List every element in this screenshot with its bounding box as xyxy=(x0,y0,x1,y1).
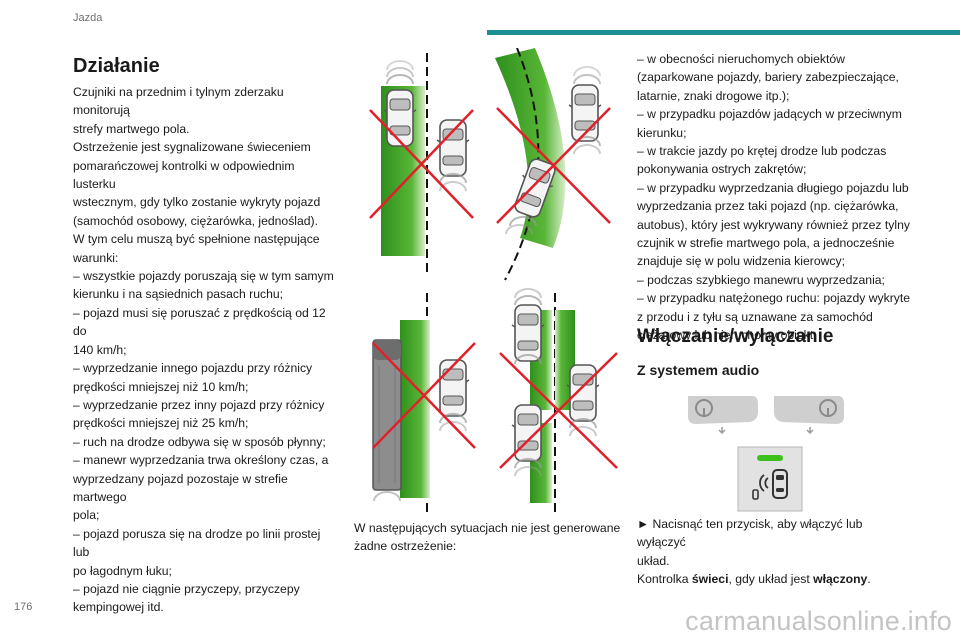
indicator-light xyxy=(757,455,783,461)
indicator-note-prefix: Kontrolka xyxy=(637,572,692,587)
button-instructions: ► Nacisnąć ten przycisk, aby włączyć lub… xyxy=(637,515,912,589)
text-line: z przodu i z tyłu są uznawane za samochó… xyxy=(637,309,873,324)
text-line: strefy martwego pola. xyxy=(73,121,190,136)
right-mirror xyxy=(774,396,844,435)
press-instruction-line-1: ► Nacisnąć ten przycisk, aby włączyć lub… xyxy=(637,517,863,550)
blind-spot-button[interactable] xyxy=(737,446,803,512)
no-alert-caption: W następujących sytuacjach nie jest gene… xyxy=(354,521,621,554)
text-line: Czujniki na przednim i tylnym zderzaku m… xyxy=(73,85,284,118)
text-line: – pojazd musi się poruszać z prędkością … xyxy=(73,305,326,339)
text-line: autobus), który jest wykrywany również p… xyxy=(637,217,910,232)
left-mirror xyxy=(688,396,758,435)
text-line: – w obecności nieruchomych obiektów xyxy=(637,52,845,66)
section-title-on-off: Włączanie/wyłączanie xyxy=(637,326,834,347)
text-line: pomarańczowej kontrolki w odpowiednim lu… xyxy=(73,158,295,192)
right-column-text: – w obecności nieruchomych obiektów (zapa… xyxy=(637,50,912,345)
text-line: warunki: xyxy=(73,250,119,265)
text-line: – pojazd nie ciągnie przyczepy, przyczep… xyxy=(73,581,300,596)
subsection-title-audio: Z systemem audio xyxy=(637,362,760,378)
text-line: – wyprzedzanie innego pojazdu przy różni… xyxy=(73,361,313,376)
steering-wheel-icon xyxy=(819,399,837,417)
indicator-note-lights: świeci xyxy=(691,572,729,587)
text-line: W tym celu muszą być spełnione następują… xyxy=(73,232,320,247)
header-accent-bar xyxy=(487,30,960,35)
section-label: Jazda xyxy=(73,12,103,24)
text-line: 140 km/h; xyxy=(73,342,127,357)
text-line: (zaparkowane pojazdy, bariery zabezpiecz… xyxy=(637,70,899,85)
scenario-heavy-traffic xyxy=(499,288,618,513)
text-line: prędkości mniejszej niż 25 km/h; xyxy=(73,416,249,431)
text-line: – w przypadku pojazdów jadących w przeci… xyxy=(637,107,902,122)
scenario-stationary-objects xyxy=(369,53,474,273)
text-line: czujnik w strefie martwego pola, a jedno… xyxy=(637,236,895,251)
page-title: Działanie xyxy=(73,55,160,77)
page-number: 176 xyxy=(14,601,33,613)
text-line: wyprzedzany pojazd pozostaje w strefie m… xyxy=(73,471,288,504)
indicator-note-enabled: włączony xyxy=(813,572,868,587)
blind-spot-icon xyxy=(752,469,788,500)
text-line: pokonywania ostrych zakrętów; xyxy=(637,162,807,177)
text-line: ciężarowy lub nieruchomy obiekt. xyxy=(637,328,817,343)
text-line: – pojazd porusza się na drodze po linii … xyxy=(73,526,321,560)
text-line: (samochód osobowy, ciężarówka, jednoślad… xyxy=(73,213,318,228)
text-line: kierunku i na sąsiednich pasach ruchu; xyxy=(73,287,284,302)
text-line: – w przypadku natężonego ruchu: pojazdy … xyxy=(637,291,911,306)
blind-spot-illustration xyxy=(369,48,618,513)
indicator-note-mid: , gdy układ jest xyxy=(728,572,814,587)
text-line: – wyprzedzanie przez inny pojazd przy ró… xyxy=(73,397,325,412)
steering-wheel-icon xyxy=(695,399,713,417)
press-instruction-line-2: układ. xyxy=(637,553,670,568)
indicator-note: Kontrolka świeci, gdy układ jest włączon… xyxy=(637,570,912,588)
text-line: wstecznym, gdy tylko zostanie wykryty po… xyxy=(73,195,321,210)
mirror-diagram xyxy=(688,396,844,435)
text-line: – manewr wyprzedzania trwa określony cza… xyxy=(73,453,329,468)
text-line: – ruch na drodze odbywa się w sposób pły… xyxy=(73,434,326,449)
indicator-note-suffix: . xyxy=(867,572,871,587)
text-line: pola; xyxy=(73,508,100,523)
text-line: wyprzedzania przez taki pojazd (np. cięż… xyxy=(637,199,899,214)
text-line: po łagodnym łuku; xyxy=(73,563,172,578)
text-line: znajduje się w polu widzenia kierowcy; xyxy=(637,254,845,269)
watermark: carmanualsonline.info xyxy=(685,606,952,636)
scenario-long-vehicle xyxy=(372,293,476,513)
text-line: – wszystkie pojazdy poruszają się w tym … xyxy=(73,269,334,284)
text-line: – w przypadku wyprzedzania długiego poja… xyxy=(637,180,909,195)
text-line: latarnie, znaki drogowe itp.); xyxy=(637,88,790,103)
left-column-text: Czujniki na przednim i tylnym zderzaku m… xyxy=(73,83,335,617)
scenario-curved-road xyxy=(495,48,611,281)
text-line: kempingowej itd. xyxy=(73,600,164,615)
text-line: kierunku; xyxy=(637,125,687,140)
text-line: – podczas szybkiego manewru wyprzedzania… xyxy=(637,272,885,287)
text-line: Ostrzeżenie jest sygnalizowane świecenie… xyxy=(73,140,311,155)
text-line: prędkości mniejszej niż 10 km/h; xyxy=(73,379,249,394)
text-line: – w trakcie jazdy po krętej drodze lub p… xyxy=(637,144,887,159)
